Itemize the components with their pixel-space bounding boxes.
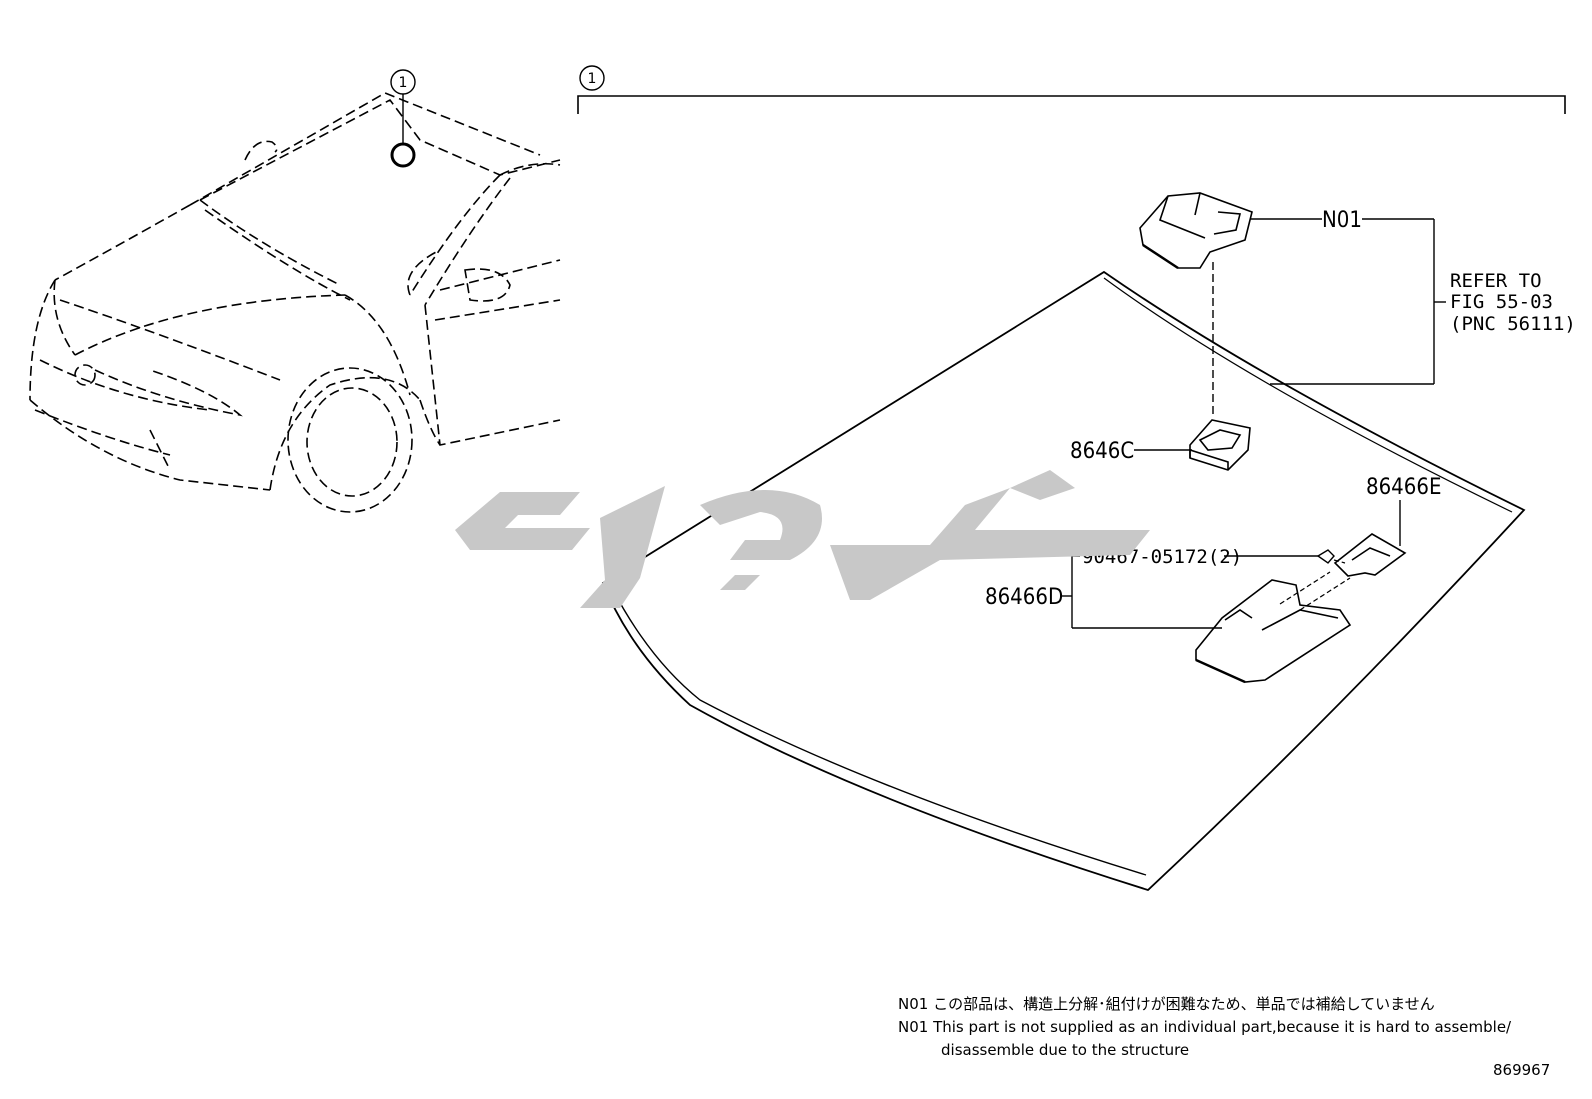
refer-to-line2: FIG 55-03 [1450,291,1553,313]
car-callout-number: 1 [399,75,408,91]
car-illustration [29,92,561,513]
dashed-86466d-connections [1279,571,1351,611]
group-bracket [577,65,1566,114]
note-japanese: N01 この部品は、構造上分解･組付けが困難なため、単品では補給していません [898,993,1435,1015]
n01-leader-lines [1250,218,1446,385]
label-n01: N01 [1322,208,1362,233]
label-86466d: 86466D [985,585,1063,610]
label-86466e: 86466E [1366,475,1441,500]
leader-86466d [1062,555,1222,629]
label-8646c: 8646C [1070,439,1134,464]
cover-86466e [1333,533,1407,577]
car-callout [390,69,416,168]
note-english-text-line2: disassemble due to the structure [941,1041,1190,1059]
note-english-continued: disassemble due to the structure [941,1039,1189,1061]
n01-mirror-bracket [1139,192,1253,270]
note-english: N01 This part is not supplied as an indi… [898,1016,1511,1038]
cover-86466d [1195,579,1352,684]
clip-90467 [1316,549,1335,564]
dashed-90467-86466e [1333,559,1346,564]
figure-id: 869967 [1493,1061,1551,1079]
refer-to-line3: (PNC 56111) [1450,313,1576,335]
sensor-8646c [1189,419,1251,471]
note-japanese-text: この部品は、構造上分解･組付けが困難なため、単品では補給していません [933,995,1435,1013]
note-english-code: N01 [898,1018,929,1036]
refer-to-line1: REFER TO [1450,270,1542,292]
watermark-logo [455,470,1150,608]
group-callout-number: 1 [588,71,597,87]
note-japanese-code: N01 [898,995,929,1013]
note-english-text-line1: This part is not supplied as an individu… [933,1018,1512,1036]
windshield-glass [601,270,1526,892]
